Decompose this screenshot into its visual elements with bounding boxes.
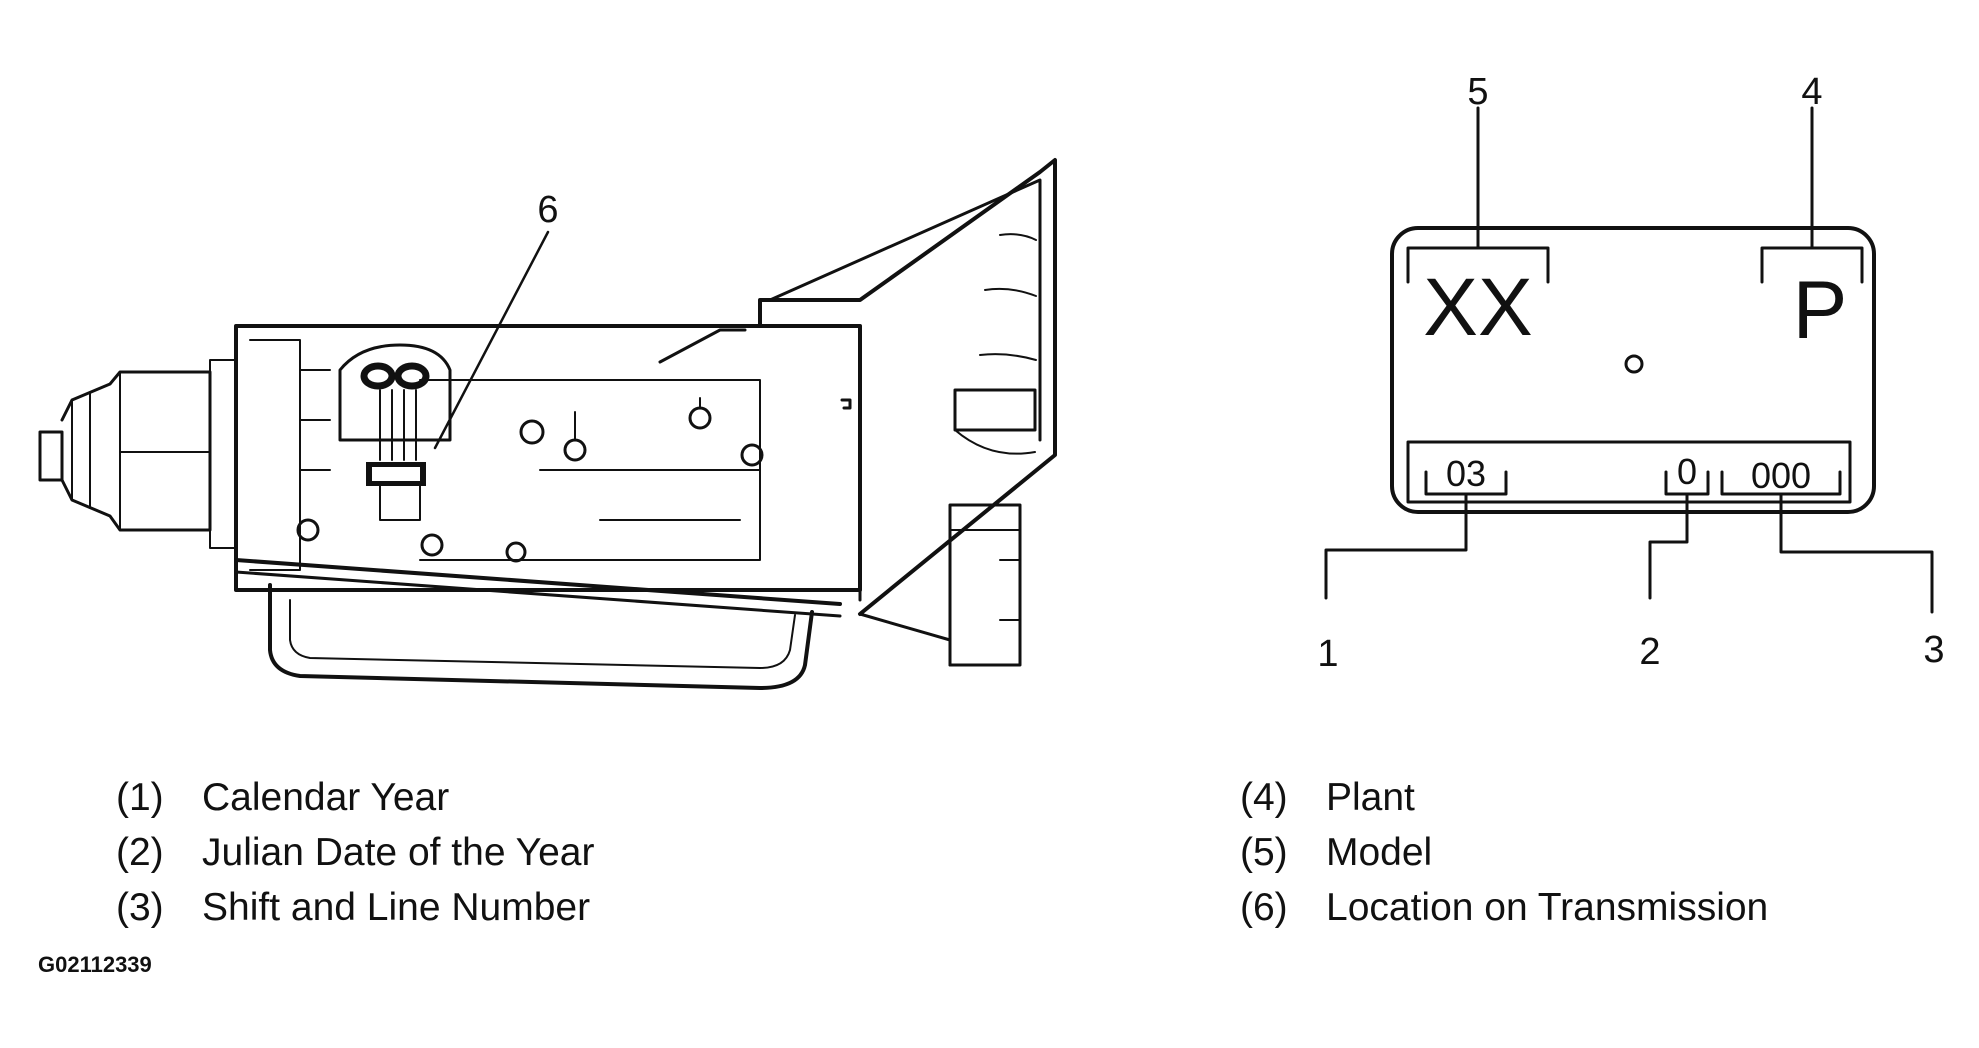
legend-text: Model [1326,831,1433,874]
legend-item-calendar-year: (1) Calendar Year [116,770,594,825]
date-code-panel [1406,440,1852,504]
callout-2-label: 2 [1639,631,1660,673]
callout-2-leader [1648,492,1689,600]
legend-item-plant: (4) Plant [1240,770,1768,825]
id-stamp-location [338,343,452,521]
legend-item-location: (6) Location on Transmission [1240,880,1768,935]
legend-number: (1) [116,776,164,819]
legend-number: (2) [116,831,164,874]
legend-text: Calendar Year [202,776,450,819]
legend-number: (6) [1240,886,1288,929]
legend-text: Julian Date of the Year [202,831,595,874]
year-field: 03 [1446,453,1486,494]
legend-item-julian-date: (2) Julian Date of the Year [116,825,594,880]
legend-text: Plant [1326,776,1415,819]
case-body [234,324,862,592]
legend-number: (4) [1240,776,1288,819]
output-shaft [38,359,237,549]
callout-3-label: 3 [1923,629,1944,671]
legend-text: Location on Transmission [1326,886,1769,929]
callout-5-label: 5 [1467,71,1488,113]
legend-number: (3) [116,886,164,929]
callout-1-leader [1324,492,1468,600]
plant-code: P [1793,265,1848,356]
legend-item-shift-line: (3) Shift and Line Number [116,880,594,935]
oil-pan [234,558,842,690]
legend-text: Shift and Line Number [202,886,591,929]
shift-line-field: 000 [1751,455,1811,496]
julian-field: 0 [1677,451,1697,492]
figure-id: G02112339 [38,952,152,977]
legend-left: (1) Calendar Year (2) Julian Date of the Y… [116,770,594,935]
model-code: XX [1423,262,1532,353]
callout-3-leader [1779,492,1934,614]
callout-1-label: 1 [1317,633,1338,675]
transmission-illustration: 6 [38,158,1057,690]
rivet-hole [1624,354,1644,374]
callout-6-leader [433,230,550,450]
id-plate-outline [1390,226,1876,514]
legend-item-model: (5) Model [1240,825,1768,880]
id-plate: 5 XX 4 P 03 0 000 1 2 3 [1317,71,1944,675]
callout-6-label: 6 [537,189,558,231]
callout-4-label: 4 [1801,71,1822,113]
bell-housing [758,158,1057,667]
legend-number: (5) [1240,831,1288,874]
legend-right: (4) Plant (5) Model (6) Location on Transmi… [1240,770,1768,935]
